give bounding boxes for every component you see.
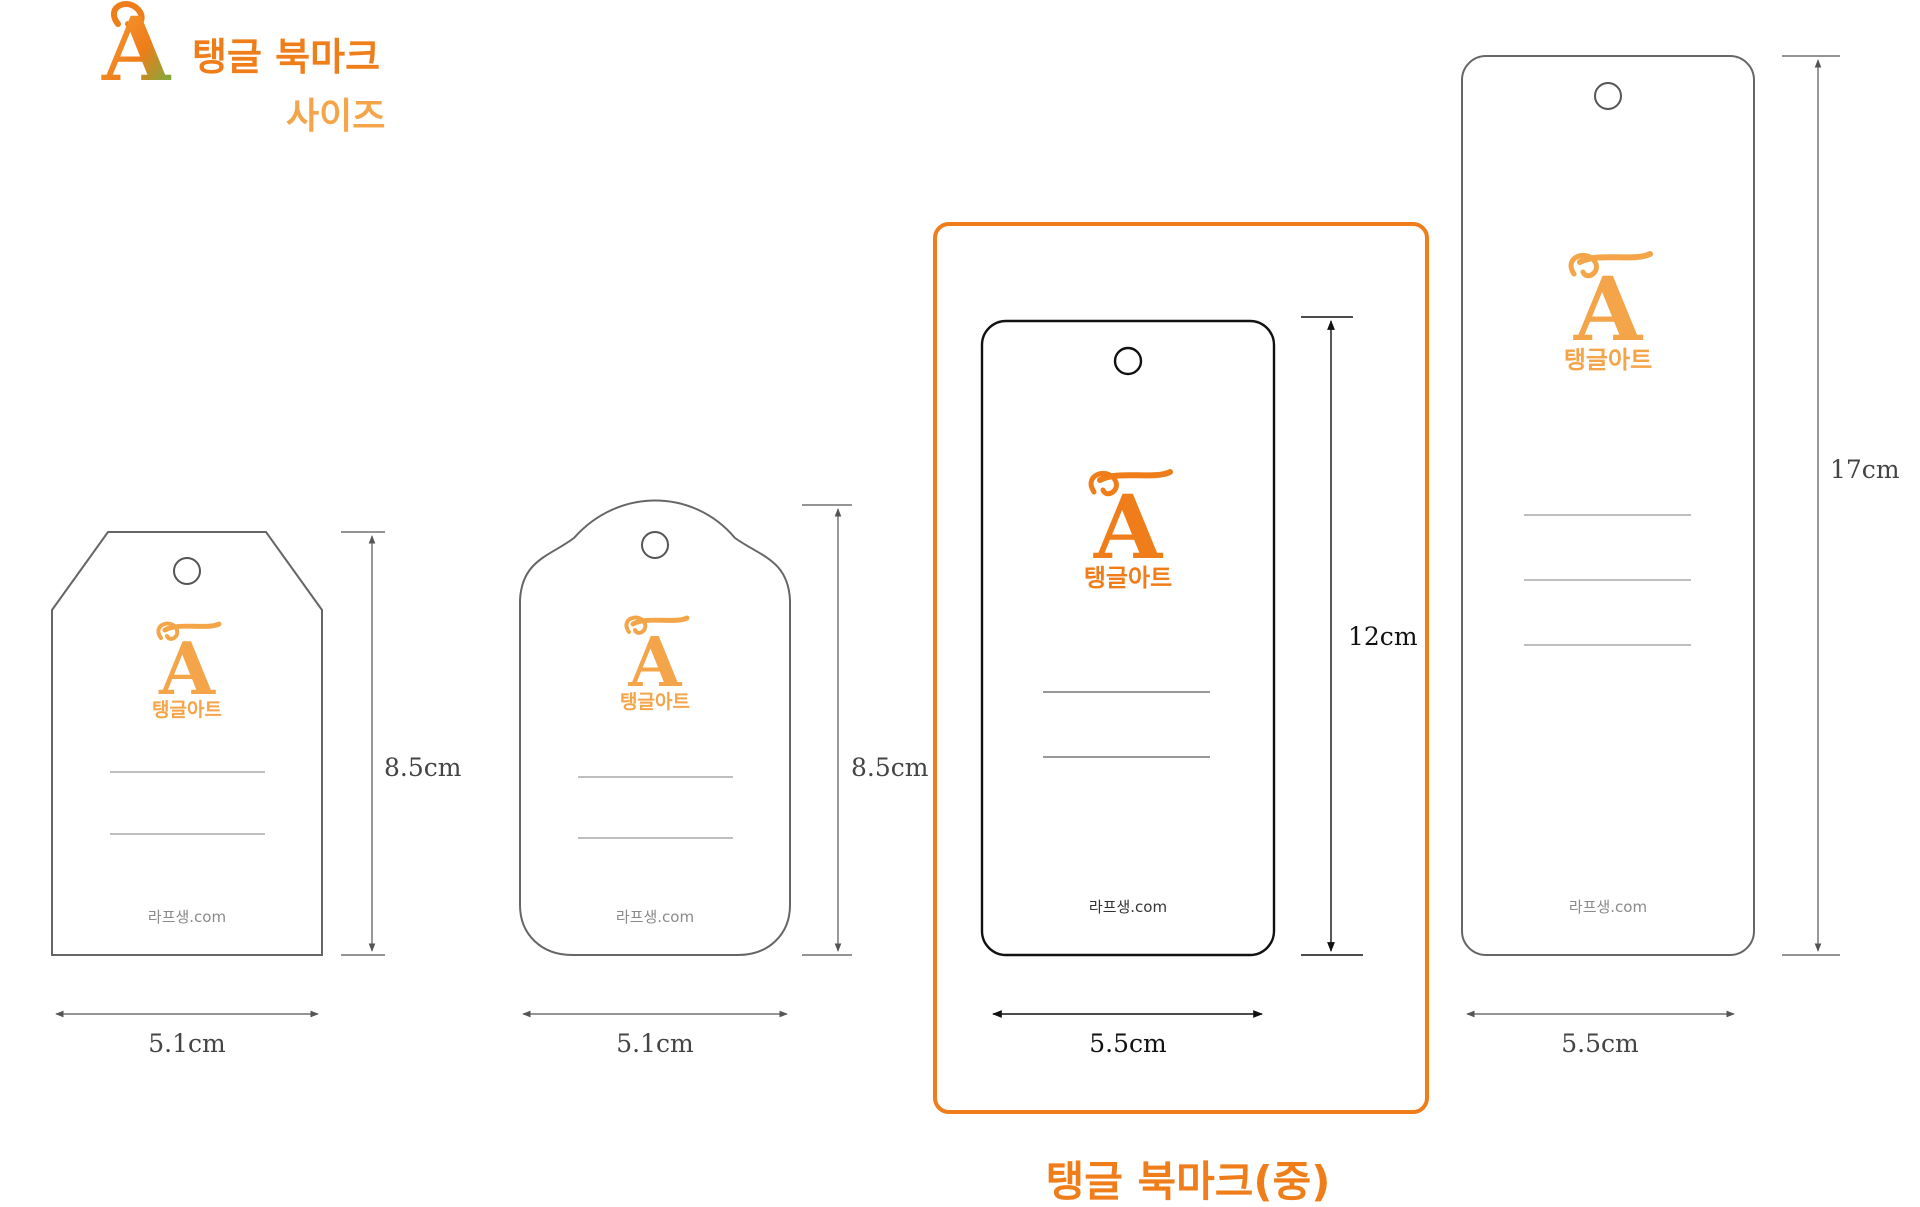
bookmark-outline (519, 499, 791, 956)
logo-swirl-icon (156, 621, 180, 641)
punch-hole-icon (173, 557, 201, 585)
width-label: 5.1cm (616, 1029, 694, 1058)
highlight-frame (933, 222, 1429, 1114)
logo-bar-icon (1577, 251, 1653, 265)
logo-word: 탱글아트 (152, 699, 222, 721)
tangle-art-logo: A 탱글아트 (1084, 469, 1173, 592)
site-label: 라프생.com (1569, 898, 1647, 916)
height-label: 8.5cm (384, 753, 462, 782)
bookmark-rect-medium: A 탱글아트 라프생.com 12cm 5.5cm (980, 316, 1418, 1058)
tangle-art-logo: A 탱글아트 (620, 615, 690, 713)
site-label: 라프생.com (1089, 898, 1167, 916)
height-label: 8.5cm (851, 753, 929, 782)
logo-swirl-icon (1568, 252, 1599, 279)
logo-word: 탱글아트 (1564, 346, 1652, 374)
tangle-art-logo: A 탱글아트 (152, 621, 222, 721)
tangle-art-logo: A 탱글아트 (1564, 251, 1653, 374)
bookmark-tag-cut: A 탱글아트 라프생.com 8.5cm 5.1cm (51, 531, 462, 1058)
header-logo-letter: A (101, 0, 172, 101)
bookmark-tag-cloud: A 탱글아트 라프생.com 8.5cm 5.1cm (519, 499, 929, 1058)
height-label: 12cm (1348, 622, 1418, 651)
width-label: 5.1cm (148, 1029, 226, 1058)
header-logo-swirl-icon (111, 1, 145, 30)
header-subtitle: 사이즈 (286, 96, 385, 137)
bookmark-rect-long: A 탱글아트 라프생.com 17cm 5.5cm (1461, 55, 1900, 1058)
logo-swirl-icon (1088, 470, 1119, 497)
header-title: 탱글 북마크 (192, 35, 380, 79)
logo-letter: A (1573, 257, 1644, 361)
logo-letter: A (1093, 475, 1164, 579)
logo-letter: A (158, 626, 216, 711)
bookmark-outline (51, 531, 323, 956)
logo-bar-icon (162, 621, 222, 633)
punch-hole-icon (1113, 346, 1143, 376)
punch-hole-icon (1594, 82, 1622, 110)
height-label: 17cm (1830, 455, 1900, 484)
width-label: 5.5cm (1089, 1029, 1167, 1058)
logo-word: 탱글아트 (1084, 564, 1172, 592)
site-label: 라프생.com (148, 908, 226, 926)
logo-swirl-icon (624, 615, 648, 635)
logo-bar-icon (630, 615, 690, 627)
logo-word: 탱글아트 (620, 691, 690, 713)
logo-bar-icon (1097, 469, 1173, 483)
width-label: 5.5cm (1561, 1029, 1639, 1058)
bookmark-outline (980, 319, 1276, 957)
bookmark-outline (1461, 55, 1755, 956)
punch-hole-icon (641, 531, 669, 559)
site-label: 라프생.com (616, 908, 694, 926)
header-logo: A 탱글 북마크 사이즈 (101, 0, 385, 137)
highlight-caption: 탱글 북마크(중) (1046, 1157, 1331, 1206)
logo-letter: A (628, 623, 683, 703)
